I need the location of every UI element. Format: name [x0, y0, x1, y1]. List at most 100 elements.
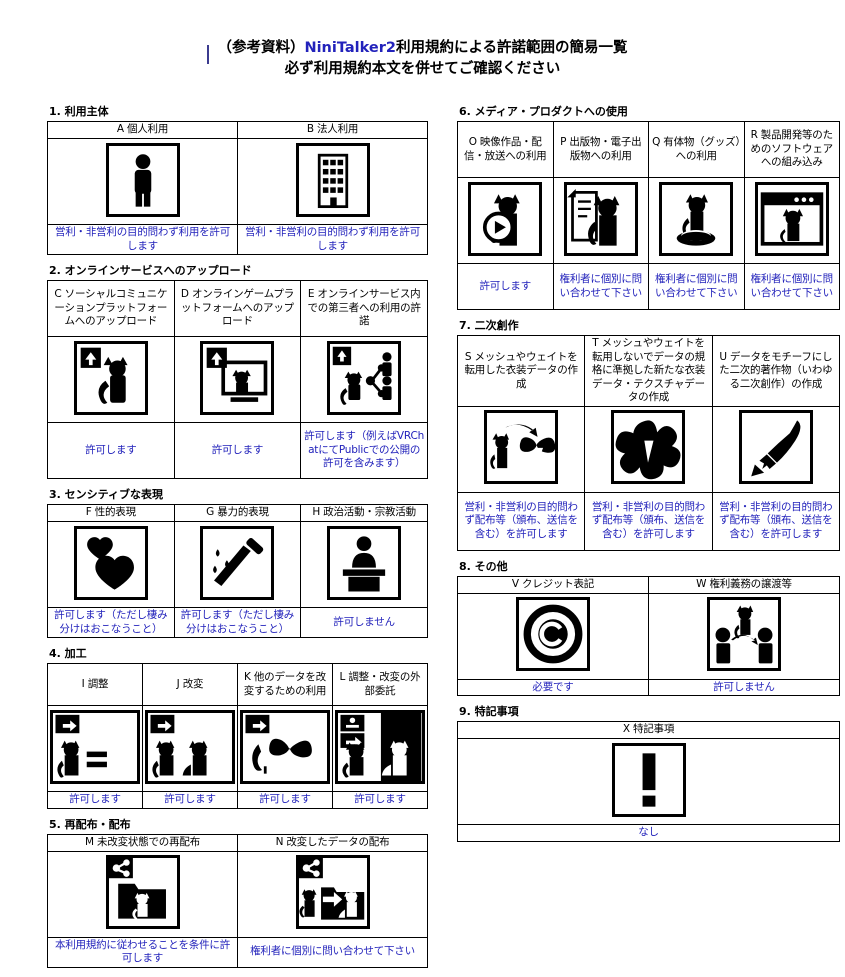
cell-note-W: 許可しません — [648, 678, 840, 696]
note-row: 本利用規約に従わせることを条件に許可します 権利者に個別に問い合わせて下さい — [47, 936, 428, 968]
header-row: A 個人利用 B 法人利用 — [47, 121, 428, 139]
document-title: （参考資料）NiniTalker2利用規約による許諾範囲の簡易一覧 必ず利用規約… — [0, 0, 845, 80]
section-6-table: O 映像作品・配信・放送への利用 P 出版物・電子出版物への利用 Q 有体物（グ… — [457, 121, 840, 310]
note-row: 許可します（ただし棲み分けはおこなうこと） 許可します（ただし棲み分けはおこなう… — [47, 607, 428, 638]
cell-note-O: 許可します — [457, 263, 554, 310]
cell-icon-K — [237, 705, 333, 792]
section-1-heading: 1. 利用主体 — [49, 105, 109, 118]
cell-note-D: 許可します — [173, 422, 302, 479]
section-7: 7. 二次創作 S メッシュやウェイトを転用した衣装データの作成 T メッシュや… — [456, 319, 845, 551]
section-2: 2. オンラインサービスへのアップロード C ソーシャルコミュニケーションプラッ… — [47, 264, 452, 479]
cell-header-S: S メッシュやウェイトを転用した衣装データの作成 — [456, 335, 586, 407]
icon-row — [456, 405, 841, 493]
cell-note-P: 権利者に個別に問い合わせて下さい — [552, 263, 649, 310]
cell-note-S: 営利・非営利の目的問わず配布等（頒布、送信を含む）を許可します — [456, 491, 586, 551]
cell-icon-P — [552, 177, 649, 264]
cell-icon-W — [648, 592, 840, 680]
cell-icon-V — [457, 592, 649, 680]
title-prefix: （参考資料） — [217, 40, 305, 56]
cell-icon-C — [47, 336, 175, 423]
icon-row — [457, 177, 840, 264]
cell-icon-J — [142, 705, 238, 792]
cell-header-J: J 改変 — [142, 663, 238, 706]
figure-cat-icon — [659, 181, 734, 256]
header-row: F 性的表現 G 暴力的表現 H 政治活動・宗教活動 — [47, 504, 428, 522]
cell-icon-H — [300, 521, 428, 608]
cell-header-C: C ソーシャルコミュニケーションプラットフォームへのアップロード — [47, 280, 175, 337]
section-3-table: F 性的表現 G 暴力的表現 H 政治活動・宗教活動 — [47, 504, 428, 638]
section-9: 9. 特記事項 X 特記事項 な — [457, 705, 845, 842]
note-row: 許可します 権利者に個別に問い合わせて下さい 権利者に個別に問い合わせて下さい … — [457, 263, 840, 310]
header-row: M 未改変状態での再配布 N 改変したデータの配布 — [47, 833, 428, 852]
cell-header-Q: Q 有体物（グッズ）への利用 — [648, 121, 745, 178]
cell-icon-M — [47, 850, 238, 938]
note-row: 営利・非営利の目的問わず利用を許可します 営利・非営利の目的問わず利用を許可しま… — [47, 224, 428, 255]
cell-note-X: なし — [457, 824, 840, 842]
hearts-icon — [73, 525, 148, 600]
cell-header-H: H 政治活動・宗教活動 — [300, 504, 428, 522]
header-row: V クレジット表記 W 権利義務の譲渡等 — [457, 575, 840, 594]
cell-icon-N — [237, 850, 428, 938]
content-columns: 1. 利用主体 A 個人利用 B 法人利用 — [0, 105, 845, 977]
title-line-1: （参考資料）NiniTalker2利用規約による許諾範囲の簡易一覧 — [0, 38, 845, 59]
title-suffix: 利用規約による許諾範囲の簡易一覧 — [395, 40, 628, 56]
copyright-icon — [516, 597, 590, 671]
note-row: 許可します 許可します 許可します（例えばVRChatにてPublicでの公開の… — [47, 422, 428, 479]
cell-header-L: L 調整・改変の外部委託 — [332, 663, 428, 706]
cell-header-E: E オンラインサービス内での第三者への利用の許諾 — [300, 280, 428, 337]
cell-header-M: M 未改変状態での再配布 — [47, 833, 238, 852]
cell-note-K: 許可します — [237, 791, 333, 809]
cell-icon-X — [457, 738, 840, 825]
cell-header-I: I 調整 — [47, 663, 143, 706]
cell-note-T: 営利・非営利の目的問わず配布等（頒布、送信を含む）を許可します — [584, 491, 713, 551]
section-6-heading: 6. メディア・プロダクトへの使用 — [459, 105, 628, 118]
cell-icon-L — [332, 705, 428, 792]
cell-note-V: 必要です — [457, 678, 649, 696]
cell-header-F: F 性的表現 — [47, 504, 175, 522]
cell-icon-S — [456, 405, 586, 493]
cell-header-V: V クレジット表記 — [457, 575, 649, 594]
cell-header-D: D オンラインゲームプラットフォームへのアップロード — [173, 280, 302, 337]
cell-icon-I — [47, 705, 143, 792]
section-1-table: A 個人利用 B 法人利用 — [47, 121, 428, 255]
cell-header-O: O 映像作品・配信・放送への利用 — [457, 121, 554, 178]
note-row: 必要です 許可しません — [457, 678, 840, 696]
section-2-heading: 2. オンラインサービスへのアップロード — [49, 264, 252, 277]
section-9-heading: 9. 特記事項 — [459, 705, 519, 718]
section-9-table: X 特記事項 なし — [457, 721, 840, 842]
outsourcing-cats-icon — [335, 709, 425, 784]
section-5-heading: 5. 再配布・配布 — [49, 817, 131, 831]
arrow-cat-modify-icon — [145, 709, 235, 784]
window-cat-icon — [754, 181, 829, 256]
header-row: I 調整 J 改変 K 他のデータを改変するための利用 L 調整・改変の外部委託 — [47, 663, 428, 706]
cell-icon-A — [47, 138, 238, 225]
icon-row — [457, 592, 840, 680]
section-8: 8. その他 V クレジット表記 W 権利義務の譲渡等 — [457, 559, 845, 696]
upload-cat-icon — [73, 340, 148, 415]
right-column: 6. メディア・プロダクトへの使用 O 映像作品・配信・放送への利用 P 出版物… — [452, 105, 845, 977]
section-8-heading: 8. その他 — [459, 559, 508, 573]
transfer-rights-icon — [707, 597, 781, 671]
cell-icon-Q — [648, 177, 745, 264]
cell-note-Q: 権利者に個別に問い合わせて下さい — [648, 263, 745, 310]
cell-note-G: 許可します（ただし棲み分けはおこなうこと） — [173, 607, 302, 638]
costume-icon — [611, 410, 686, 484]
cell-icon-T — [584, 405, 713, 493]
icon-row — [457, 738, 840, 825]
header-row: O 映像作品・配信・放送への利用 P 出版物・電子出版物への利用 Q 有体物（グ… — [457, 121, 840, 178]
cell-note-C: 許可します — [47, 422, 175, 479]
icon-row — [47, 705, 428, 792]
note-row: 許可します 許可します 許可します 許可します — [47, 791, 428, 809]
cell-header-W: W 権利義務の譲渡等 — [648, 575, 840, 594]
section-2-table: C ソーシャルコミュニケーションプラットフォームへのアップロード D オンライン… — [47, 280, 428, 479]
cell-note-B: 営利・非営利の目的問わず利用を許可します — [237, 224, 428, 255]
cell-header-U: U データをモチーフにした二次的著作物（いわゆる二次創作）の作成 — [711, 335, 841, 407]
cell-header-R: R 製品開発等のためのソフトウェアへの組み込み — [743, 121, 840, 178]
icon-row — [47, 521, 428, 608]
note-row: なし — [457, 824, 840, 842]
cell-header-B: B 法人利用 — [237, 121, 428, 139]
section-3-heading: 3. センシティブな表現 — [49, 488, 164, 501]
cell-note-J: 許可します — [142, 791, 238, 809]
icon-row — [47, 138, 428, 225]
exclamation-icon — [611, 742, 686, 817]
